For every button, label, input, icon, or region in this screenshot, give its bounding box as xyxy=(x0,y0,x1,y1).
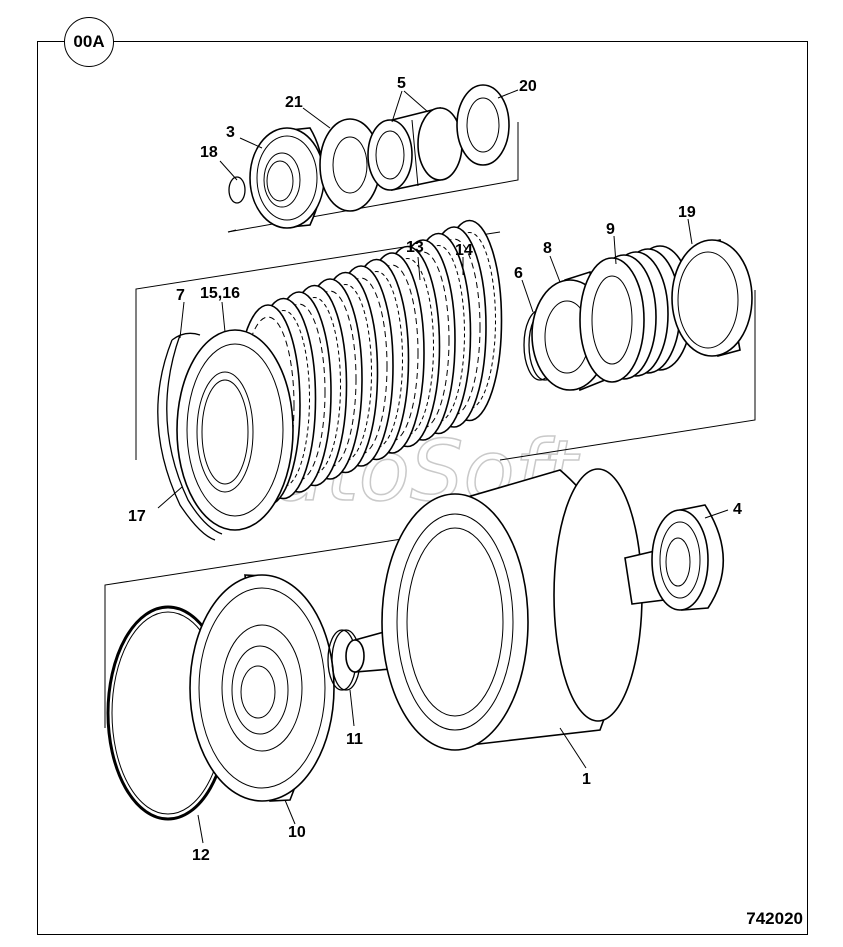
callout-18: 18 xyxy=(200,144,218,161)
group-bracket-bottom xyxy=(104,529,461,728)
callout-1: 1 xyxy=(582,771,591,788)
part-3-bearing xyxy=(249,127,325,229)
leader-lines xyxy=(157,89,729,844)
callout-6: 6 xyxy=(514,265,523,282)
part-18-snap-ring xyxy=(228,176,246,204)
callout-13: 13 xyxy=(406,239,424,256)
callout-19: 19 xyxy=(678,204,696,221)
callout-14: 14 xyxy=(455,242,473,259)
callout-17: 17 xyxy=(128,508,146,525)
part-10-piston-disc xyxy=(189,574,335,802)
callout-11: 11 xyxy=(346,731,363,748)
callout-12: 12 xyxy=(192,847,210,864)
callout-10: 10 xyxy=(288,824,306,841)
callout-labels: 18 3 21 5 20 7 15,16 13 14 6 8 9 19 17 4… xyxy=(128,75,742,864)
callout-20: 20 xyxy=(519,78,537,95)
drawing-frame xyxy=(37,41,808,935)
part-5-sleeve xyxy=(367,106,463,191)
callout-21: 21 xyxy=(285,94,303,111)
part-17-pressure-plate xyxy=(176,329,294,531)
drawing-number: 742020 xyxy=(746,909,803,928)
callout-15-16: 15,16 xyxy=(200,285,240,302)
section-badge: 00A xyxy=(64,17,114,67)
part-20-thrust-washer xyxy=(456,84,510,166)
part-19-piston xyxy=(671,239,753,358)
part-7-circlip xyxy=(157,332,223,541)
part-4-roller-bearing xyxy=(651,504,725,611)
callout-9: 9 xyxy=(606,221,615,238)
callout-8: 8 xyxy=(543,240,552,257)
group-bracket-middle xyxy=(135,231,756,461)
callout-7: 7 xyxy=(176,287,185,304)
group-bracket-top xyxy=(227,122,519,233)
callout-5: 5 xyxy=(397,75,406,92)
callout-3: 3 xyxy=(226,124,235,141)
callout-4: 4 xyxy=(733,501,742,518)
